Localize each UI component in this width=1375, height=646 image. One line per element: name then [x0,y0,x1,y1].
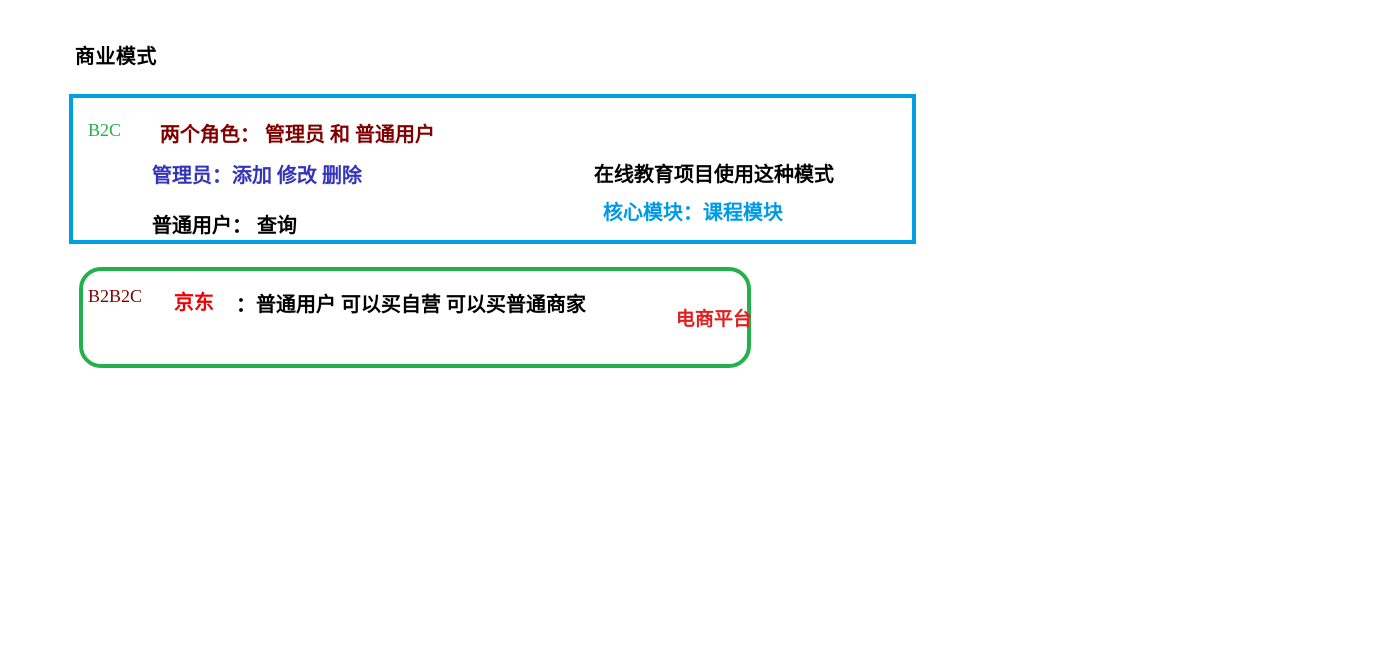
b2c-example-note: 在线教育项目使用这种模式 [594,164,834,186]
b2c-label: B2C [88,120,122,140]
b2b2c-platform-label: 电商平台 [676,309,753,330]
b2c-model-box [69,94,916,244]
b2c-normal-user-actions-line: 普通用户： 查询 [152,215,297,237]
b2b2c-brand-example: 京东 [174,292,214,314]
page-title: 商业模式 [75,46,157,68]
b2b2c-model-box [79,267,751,368]
b2b2c-label: B2B2C [88,286,143,306]
b2c-core-module-line: 核心模块：课程模块 [603,202,783,224]
b2c-admin-actions-line: 管理员：添加 修改 删除 [152,165,362,187]
b2c-roles-line: 两个角色： 管理员 和 普通用户 [160,124,435,146]
b2b2c-description-line: ：普通用户 可以买自营 可以买普通商家 [236,294,586,316]
